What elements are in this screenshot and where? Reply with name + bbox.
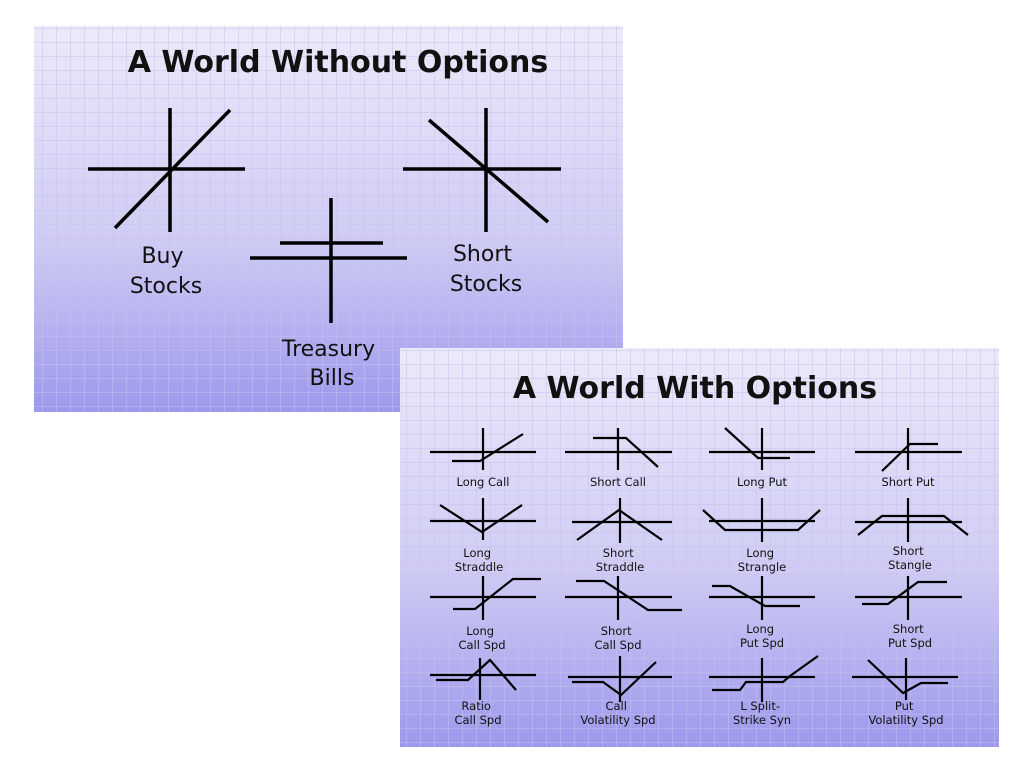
label-ratio-call-spread: Ratio Call Spd — [454, 699, 501, 727]
label-long-call: Long Call — [457, 475, 510, 489]
label-long-put: Long Put — [737, 475, 788, 489]
label-long-strangle: Long Strangle — [738, 546, 786, 574]
payoff-short-call-spread — [565, 576, 682, 620]
payoff-l-split-strike-syn — [709, 655, 819, 702]
payoff-short-stangle — [855, 498, 969, 542]
panel-without-grid — [34, 26, 623, 412]
payoff-long-strangle — [702, 498, 821, 542]
panel-without-title: A World Without Options — [128, 45, 549, 80]
label-call-volatility-spread: Call Volatility Spd — [580, 699, 655, 727]
payoff-call-volatility-spread — [568, 656, 672, 702]
label-long-put-spread: Long Put Spd — [740, 622, 784, 650]
label-short-call-spread: Short Call Spd — [594, 624, 641, 652]
label-treasury-bills: Treasury Bills — [281, 337, 382, 391]
panel-without-options: A World Without Options Buy Stocks Short… — [34, 26, 623, 412]
label-short-put-spread: Short Put Spd — [888, 622, 932, 650]
label-short-stangle: Short Stangle — [888, 544, 932, 572]
payoff-short-call — [565, 428, 672, 470]
panel-with-options: A World With Options Long Call Short Cal… — [400, 348, 999, 747]
label-short-stocks: Short Stocks — [450, 242, 522, 297]
label-buy-stocks: Buy Stocks — [130, 244, 202, 299]
label-long-call-spread: Long Call Spd — [458, 624, 505, 652]
payoff-short-stocks — [403, 108, 561, 232]
payoff-long-straddle — [430, 498, 536, 540]
label-l-split-strike-syn: L Split- Strike Syn — [733, 699, 791, 727]
payoff-treasury-bills — [250, 198, 407, 323]
payoff-long-put — [709, 427, 815, 470]
payoff-short-straddle — [572, 498, 672, 543]
payoff-short-put-spread — [855, 576, 962, 620]
label-put-volatility-spread: Put Volatility Spd — [868, 699, 943, 727]
label-short-call: Short Call — [590, 475, 646, 489]
label-long-straddle: Long Straddle — [455, 546, 503, 574]
panel-with-grid — [400, 348, 999, 747]
label-short-straddle: Short Straddle — [596, 546, 644, 574]
label-short-put: Short Put — [881, 475, 935, 489]
payoff-buy-stocks — [88, 108, 245, 232]
payoff-short-put — [855, 428, 962, 472]
payoff-long-call-spread — [430, 576, 541, 620]
payoff-long-call — [430, 428, 536, 470]
payoff-ratio-call-spread — [430, 658, 536, 700]
panel-with-title: A World With Options — [513, 371, 877, 406]
payoff-put-volatility-spread — [852, 658, 958, 700]
payoff-long-put-spread — [709, 576, 815, 620]
